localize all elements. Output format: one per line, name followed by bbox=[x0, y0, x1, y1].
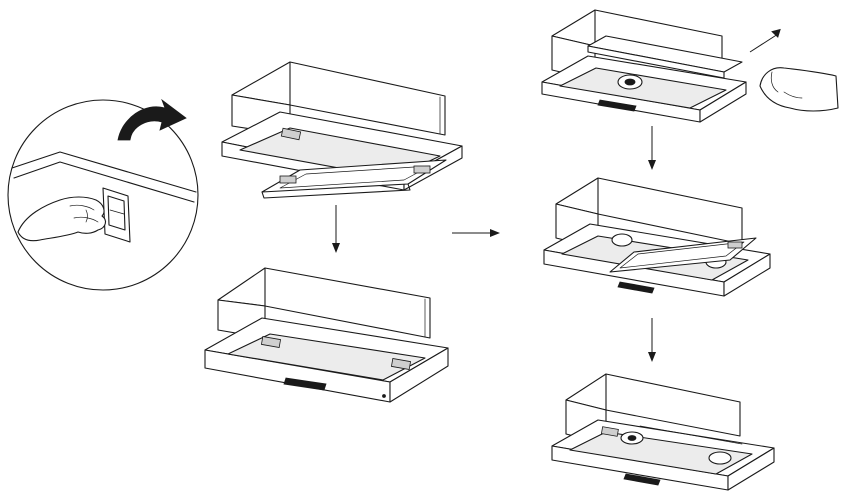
hood-filter-down bbox=[543, 177, 771, 297]
arrow-down-1 bbox=[332, 205, 340, 253]
hand-on-switch bbox=[17, 196, 107, 242]
cabinet-edge-lower bbox=[13, 161, 195, 203]
hood-open bbox=[221, 61, 463, 199]
wall-switch bbox=[102, 187, 131, 243]
hood-filter-removed bbox=[551, 373, 775, 491]
arrow-down-2 bbox=[648, 126, 656, 170]
arrow-right bbox=[452, 229, 500, 237]
hood-visor-pull bbox=[541, 9, 839, 123]
switch-inset bbox=[7, 98, 199, 291]
hood-closed bbox=[204, 267, 449, 403]
hand-pulling bbox=[759, 67, 839, 112]
rotate-arrow-icon bbox=[117, 98, 187, 141]
arrow-down-3 bbox=[648, 318, 656, 362]
cabinet-edge bbox=[11, 151, 197, 193]
pull-arrow-icon bbox=[749, 28, 781, 53]
